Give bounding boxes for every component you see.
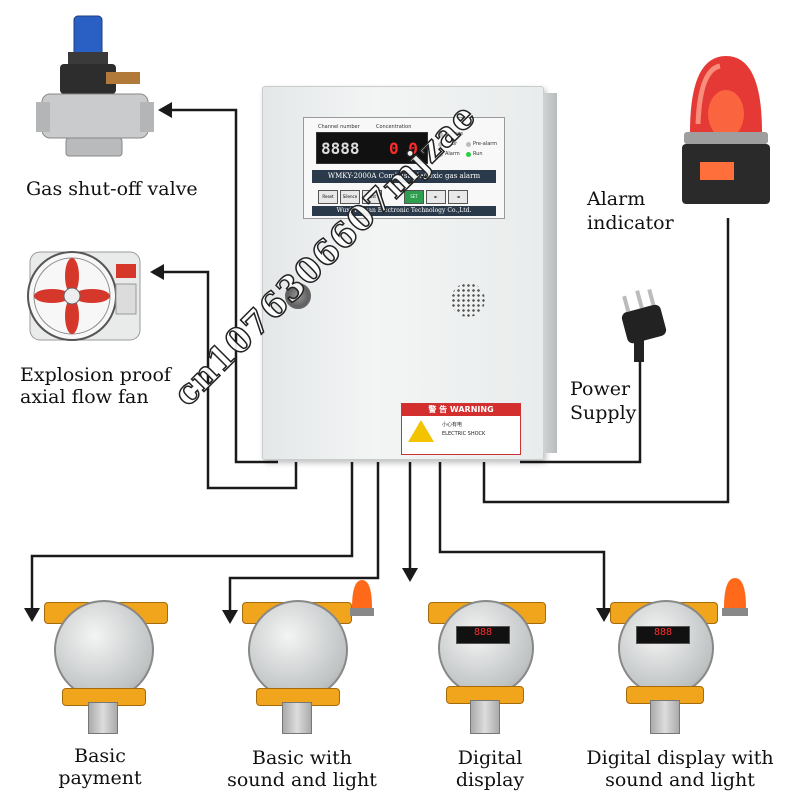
detector-3-sensor (470, 700, 500, 734)
led-run (466, 152, 471, 157)
arrow-detector-4 (596, 608, 612, 622)
wire-detector-2 (228, 462, 380, 614)
lock-icon[interactable] (285, 283, 311, 309)
arrow-valve (158, 102, 172, 118)
fan-label-line2: axial flow fan (20, 386, 149, 408)
concentration-label: Concentration (376, 124, 412, 130)
wire-valve (168, 108, 278, 464)
detector-4-label-line1: Digital display with (586, 747, 774, 769)
gas-detector-icon: 888 (426, 596, 546, 736)
led-error (438, 142, 443, 147)
display-value: 0 0 (389, 139, 418, 158)
arrow-right-button[interactable]: ► (426, 190, 446, 204)
wire-power (520, 360, 642, 464)
detector-4-display: 888 (636, 626, 690, 644)
detector-2-housing (248, 600, 348, 700)
reset-button[interactable]: Reset (318, 190, 338, 204)
gas-detector-icon: 888 (608, 578, 758, 736)
speaker-grille-icon (451, 283, 485, 317)
led-prealarm (466, 142, 471, 147)
power-plug-icon (621, 288, 667, 362)
warning-triangle-icon (408, 420, 434, 442)
wire-fan (160, 270, 298, 490)
detector-2-sensor (282, 702, 312, 734)
company-strip: Wuxi Yongan Electronic Technology Co.,Lt… (312, 206, 496, 216)
alarm-label-line2: indicator (587, 212, 674, 234)
gas-detector-icon (40, 596, 170, 736)
wire-alarm (482, 218, 730, 504)
silence-button[interactable]: Silence (340, 190, 360, 204)
detector-1-label-line2: payment (58, 767, 142, 789)
led-error-label: Error (445, 141, 458, 147)
alarm-controller-cabinet: Channel number Concentration 8888 0 0 Si… (262, 86, 557, 460)
set-button[interactable]: SET (404, 190, 424, 204)
display-dim-digits: 8888 (321, 139, 360, 158)
control-panel: Channel number Concentration 8888 0 0 Si… (303, 117, 505, 219)
test-button[interactable]: Test (362, 190, 382, 204)
power-label-line2: Supply (570, 402, 637, 424)
cabinet-side (543, 93, 557, 453)
gas-valve-icon (36, 15, 154, 157)
detector-2-label-line2: sound and light (227, 769, 377, 791)
channel-label: Channel number (318, 124, 360, 130)
arrow-detector-1 (24, 608, 40, 622)
axial-fan-icon (27, 251, 141, 341)
arrow-detector-2 (222, 610, 238, 624)
arrow-left-button[interactable]: ◄ (448, 190, 468, 204)
detector-3-label-line2: display (455, 769, 525, 791)
arrow-fan (150, 264, 164, 280)
wire-detector-1 (30, 462, 354, 612)
valve-label: Gas shut-off valve (26, 178, 198, 200)
warning-line-2: ELECTRIC SHOCK (442, 431, 486, 437)
detector-4-sensor (650, 700, 680, 734)
detector-4-label-line2: sound and light (605, 769, 755, 791)
alarm-beacon-icon (682, 56, 770, 204)
alarm-beacon-icon (722, 578, 748, 616)
detector-3-label-line1: Digital (457, 747, 523, 769)
warning-line-1: 小心有电 (442, 422, 463, 428)
led-silence (438, 132, 443, 137)
fan-label-line1: Explosion proof (20, 364, 171, 386)
controller-display: 8888 0 0 (316, 132, 428, 164)
detector-2-label-line1: Basic with (251, 747, 352, 769)
led-prealarm-label: Pre-alarm (473, 141, 498, 147)
warning-head: 警 告 WARNING (402, 404, 520, 416)
detector-1-housing (54, 600, 154, 700)
arrow-detector-3 (402, 568, 418, 582)
led-run-label: Run (473, 151, 483, 157)
detector-4-housing (618, 600, 714, 696)
alarm-label-line1: Alarm (587, 188, 646, 210)
wire-detector-4 (438, 462, 606, 612)
power-label-line1: Power (570, 378, 631, 400)
led-silence-label: Silence (445, 131, 464, 137)
detector-1-label-line1: Basic (74, 745, 126, 767)
detector-3-housing (438, 600, 534, 696)
detector-1-sensor (88, 702, 118, 734)
alarm-beacon-icon (350, 580, 374, 616)
warning-label: 警 告 WARNING 小心有电 ELECTRIC SHOCK (401, 403, 521, 455)
model-strip: WMKY-2000A Combustible/toxic gas alarm c… (312, 170, 496, 193)
gas-detector-icon (238, 580, 378, 736)
led-alarm-label: Alarm (445, 151, 460, 157)
led-alarm (438, 152, 443, 157)
detector-3-display: 888 (456, 626, 510, 644)
